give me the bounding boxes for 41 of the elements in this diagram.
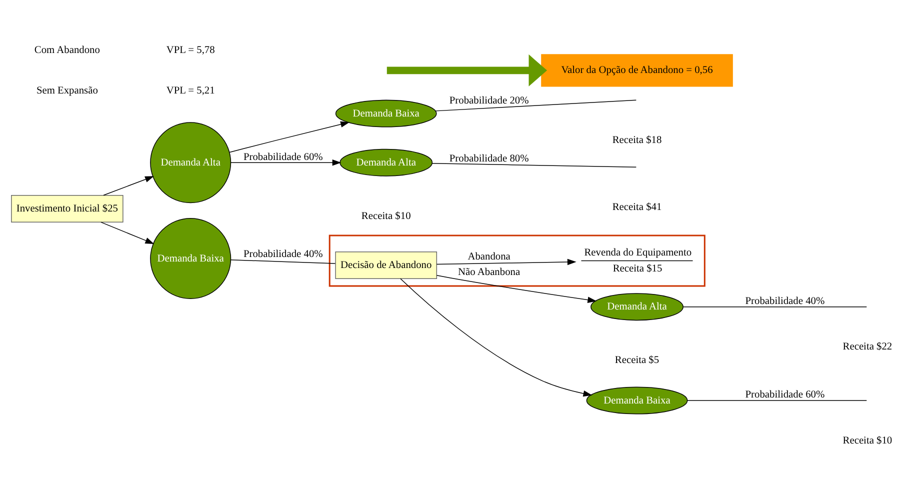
label: Receita $5 [614, 354, 660, 366]
label: Receita $22 [842, 341, 892, 352]
cluster [328, 234, 706, 286]
node-ellipse: Demanda Baixa [586, 386, 688, 414]
node-ellipse: Demanda Alta [340, 148, 433, 176]
arrow [100, 221, 154, 244]
label: Receita $10 [361, 210, 411, 222]
edge-label: Probabilidade 40% [745, 296, 825, 307]
node-label: Receita $15 [612, 262, 662, 274]
edge-label: Não Abanbona [458, 266, 520, 278]
arrow [436, 274, 597, 302]
arrow [386, 54, 548, 86]
node-box: Decisão de Abandono [335, 250, 438, 278]
edge-label: Abandona [468, 250, 510, 262]
edge-label: Probabilidade 80% [449, 152, 529, 164]
edge-label: Probabilidade 60% [243, 151, 323, 162]
connector [432, 162, 637, 167]
connector [230, 259, 336, 264]
arrow [400, 278, 592, 396]
connector [682, 306, 868, 307]
node-box: Valor da Opção de Abandono = 0,56 [541, 54, 733, 86]
node-label: Revenda do Equipamento [584, 247, 692, 258]
arrow [103, 176, 154, 196]
node-circle: Demanda Alta [150, 122, 232, 203]
node-circle: Demanda Baixa [150, 218, 232, 299]
edge-label: Probabilidade 40% [243, 248, 323, 260]
edge-label: Probabilidade 20% [449, 94, 529, 106]
edge-label: Probabilidade 60% [745, 389, 825, 400]
node-box: Investimento Inicial $25 [11, 194, 124, 222]
label: Sem Expansão [36, 84, 98, 96]
arrow [230, 158, 342, 166]
label: VPL = 5,78 [166, 44, 215, 56]
label: VPL = 5,21 [166, 84, 215, 96]
label: Receita $18 [612, 134, 662, 146]
connector [435, 99, 637, 111]
label: Receita $10 [842, 434, 892, 446]
arrow [229, 120, 350, 152]
label: Receita $41 [612, 201, 662, 212]
arrow [436, 258, 576, 265]
node-ellipse: Demanda Alta [590, 292, 684, 320]
label: Com Abandono [34, 44, 100, 56]
